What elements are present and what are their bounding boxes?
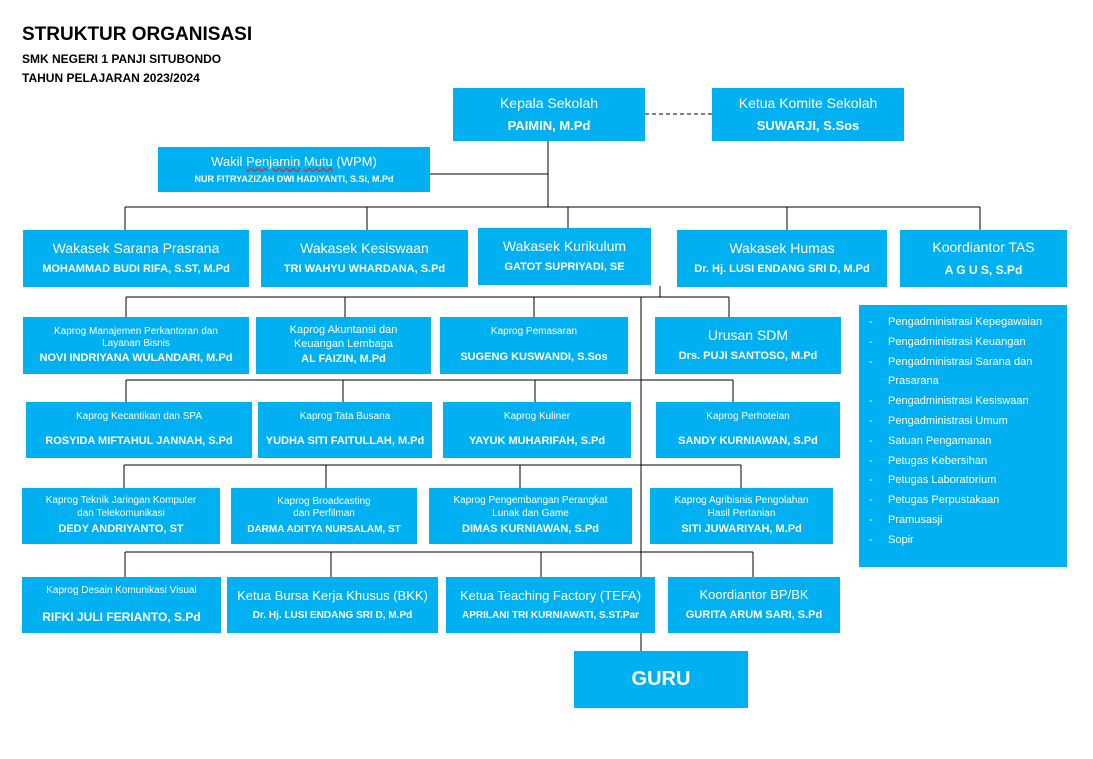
vice-sarana-box: Wakasek Sarana Prasrana MOHAMMAD BUDI RI…: [23, 230, 249, 287]
person-name: Dr. Hj. LUSI ENDANG SRI D, M.Pd: [252, 609, 413, 621]
role-label: Kaprog Kuliner: [503, 410, 571, 422]
role-label: Kaprog Akuntansi dan: [289, 324, 398, 337]
kaprog-tjkt-box: Kaprog Teknik Jaringan Komputer dan Tele…: [22, 488, 220, 544]
tefa-box: Ketua Teaching Factory (TEFA) APRILANI T…: [446, 577, 655, 633]
staff-list: Pengadministrasi Kepegawaian Pengadminis…: [869, 313, 1061, 551]
role-label: Hasil Pertanian: [707, 507, 776, 519]
guru-box: GURU: [574, 651, 748, 708]
person-name: YUDHA SITI FAITULLAH, M.Pd: [265, 435, 425, 448]
person-name: DARMA ADITYA NURSALAM, ST: [247, 523, 401, 535]
academic-year: TAHUN PELAJARAN 2023/2024: [22, 71, 200, 85]
role-label: Koordiantor TAS: [932, 239, 1035, 256]
staff-item: Petugas Kebersihan: [869, 452, 1061, 472]
urusan-sdm-box: Urusan SDM Drs. PUJI SANTOSO, M.Pd: [655, 317, 841, 374]
role-label: Koordiantor BP/BK: [699, 587, 809, 602]
staff-item: Satuan Pengamanan: [869, 432, 1061, 452]
person-name: SITI JUWARIYAH, M.Pd: [681, 523, 802, 536]
person-name: PAIMIN, M.Pd: [507, 118, 591, 134]
role-label: Kaprog Pengembangan Perangkat: [453, 495, 608, 507]
person-name: NUR FITRYAZIZAH DWI HADIYANTI, S.Si, M.P…: [194, 173, 394, 184]
staff-item: Pengadministrasi Keuangan: [869, 333, 1061, 353]
kaprog-mplb-box: Kaprog Manajemen Perkantoran dan Layanan…: [23, 317, 249, 374]
wpm-box: Wakil Penjamin Mutu (WPM) NUR FITRYAZIZA…: [158, 147, 430, 192]
role-label: dan Perfilman: [293, 508, 355, 520]
person-name: MOHAMMAD BUDI RIFA, S.ST, M.Pd: [42, 263, 230, 276]
bp-bk-box: Koordiantor BP/BK GURITA ARUM SARI, S.Pd: [668, 577, 840, 633]
principal-box: Kepala Sekolah PAIMIN, M.Pd: [453, 88, 645, 141]
role-label: Kaprog Manajemen Perkantoran dan: [54, 325, 218, 337]
staff-item: Pengadministrasi Kepegawaian: [869, 313, 1061, 333]
person-name: Drs. PUJI SANTOSO, M.Pd: [678, 350, 818, 363]
kaprog-broadcasting-box: Kaprog Broadcasting dan Perfilman DARMA …: [231, 488, 417, 544]
role-label: Wakasek Sarana Prasrana: [52, 239, 220, 256]
person-name: SUGENG KUSWANDI, S.Sos: [460, 350, 608, 363]
staff-item: Pramusasji: [869, 511, 1061, 531]
person-name: AL FAIZIN, M.Pd: [301, 352, 386, 365]
guru-label: GURU: [631, 668, 691, 690]
kaprog-pplg-box: Kaprog Pengembangan Perangkat Lunak dan …: [429, 488, 632, 544]
kaprog-dkv-box: Kaprog Desain Komunikasi Visual RIFKI JU…: [22, 577, 221, 633]
coordinator-tas-box: Koordiantor TAS A G U S, S.Pd: [900, 230, 1067, 287]
person-name: DEDY ANDRIYANTO, ST: [58, 523, 184, 536]
role-label: Kaprog Agribisnis Pengolahan: [674, 495, 809, 507]
person-name: DIMAS KURNIAWAN, S.Pd: [462, 523, 599, 536]
vice-humas-box: Wakasek Humas Dr. Hj. LUSI ENDANG SRI D,…: [677, 230, 887, 287]
role-label: Kaprog Tata Busana: [299, 410, 391, 422]
role-label: Urusan SDM: [707, 326, 789, 343]
kaprog-aphp-box: Kaprog Agribisnis Pengolahan Hasil Perta…: [650, 488, 833, 544]
committee-box: Ketua Komite Sekolah SUWARJI, S.Sos: [712, 88, 904, 141]
person-name: APRILANI TRI KURNIAWATI, S.ST.Par: [461, 609, 640, 621]
kaprog-pemasaran-box: Kaprog Pemasaran SUGENG KUSWANDI, S.Sos: [440, 317, 628, 374]
kaprog-perhotelan-box: Kaprog Perhotelan SANDY KURNIAWAN, S.Pd: [656, 402, 840, 458]
role-label: Wakasek Humas: [729, 239, 835, 256]
person-name: TRI WAHYU WHARDANA, S.Pd: [283, 263, 446, 276]
kaprog-kuliner-box: Kaprog Kuliner YAYUK MUHARIFAH, S.Pd: [443, 402, 631, 458]
role-label: Kaprog Perhotelan: [706, 410, 790, 422]
role-label: Keuangan Lembaga: [293, 338, 394, 351]
role-label: Kaprog Desain Komunikasi Visual: [46, 585, 197, 597]
vice-kesiswaan-box: Wakasek Kesiswaan TRI WAHYU WHARDANA, S.…: [261, 230, 468, 287]
role-label: Lunak dan Game: [492, 507, 569, 519]
role-label: Kaprog Broadcasting: [277, 495, 371, 507]
staff-item: Pengadministrasi Sarana dan Prasarana: [869, 353, 1061, 393]
person-name: GATOT SUPRIYADI, SE: [504, 261, 625, 274]
staff-item: Pengadministrasi Umum: [869, 412, 1061, 432]
role-label: Wakil Penjamin Mutu (WPM): [211, 154, 377, 170]
role-label: Layanan Bisnis: [102, 338, 170, 350]
role-label: Kaprog Pemasaran: [490, 326, 578, 338]
person-name: SANDY KURNIAWAN, S.Pd: [678, 435, 818, 448]
person-name: Dr. Hj. LUSI ENDANG SRI D, M.Pd: [694, 263, 870, 276]
vice-kurikulum-box: Wakasek Kurikulum GATOT SUPRIYADI, SE: [478, 228, 651, 285]
bkk-box: Ketua Bursa Kerja Khusus (BKK) Dr. Hj. L…: [227, 577, 438, 633]
role-label: dan Telekomunikasi: [77, 507, 165, 519]
role-label: Ketua Komite Sekolah: [738, 94, 878, 111]
person-name: SUWARJI, S.Sos: [756, 118, 860, 134]
kaprog-akl-box: Kaprog Akuntansi dan Keuangan Lembaga AL…: [256, 317, 431, 374]
staff-list-box: Pengadministrasi Kepegawaian Pengadminis…: [859, 305, 1067, 567]
person-name: A G U S, S.Pd: [944, 262, 1023, 277]
person-name: NOVI INDRIYANA WULANDARI, M.Pd: [39, 351, 233, 364]
person-name: RIFKI JULI FERIANTO, S.Pd: [42, 609, 201, 624]
page-title: STRUKTUR ORGANISASI: [22, 24, 253, 45]
role-label: Ketua Bursa Kerja Khusus (BKK): [237, 587, 428, 603]
school-name: SMK NEGERI 1 PANJI SITUBONDO: [22, 52, 222, 66]
staff-item: Petugas Laboratorium: [869, 471, 1061, 491]
role-label: Wakasek Kurikulum: [502, 237, 627, 254]
staff-item: Sopir: [869, 531, 1061, 551]
kaprog-kecantikan-box: Kaprog Kecantikan dan SPA ROSYIDA MIFTAH…: [26, 402, 252, 458]
staff-item: Pengadministrasi Kesiswaan: [869, 392, 1061, 412]
role-label: Kaprog Teknik Jaringan Komputer: [45, 495, 197, 507]
role-label: Wakasek Kesiswaan: [300, 239, 429, 256]
person-name: ROSYIDA MIFTAHUL JANNAH, S.Pd: [45, 435, 233, 448]
role-label: Ketua Teaching Factory (TEFA): [459, 587, 642, 603]
role-label: Kaprog Kecantikan dan SPA: [75, 410, 202, 422]
person-name: YAYUK MUHARIFAH, S.Pd: [468, 435, 606, 448]
person-name: GURITA ARUM SARI, S.Pd: [685, 609, 823, 622]
kaprog-tata-busana-box: Kaprog Tata Busana YUDHA SITI FAITULLAH,…: [258, 402, 432, 458]
staff-item: Petugas Perpustakaan: [869, 491, 1061, 511]
role-label: Kepala Sekolah: [499, 94, 599, 111]
